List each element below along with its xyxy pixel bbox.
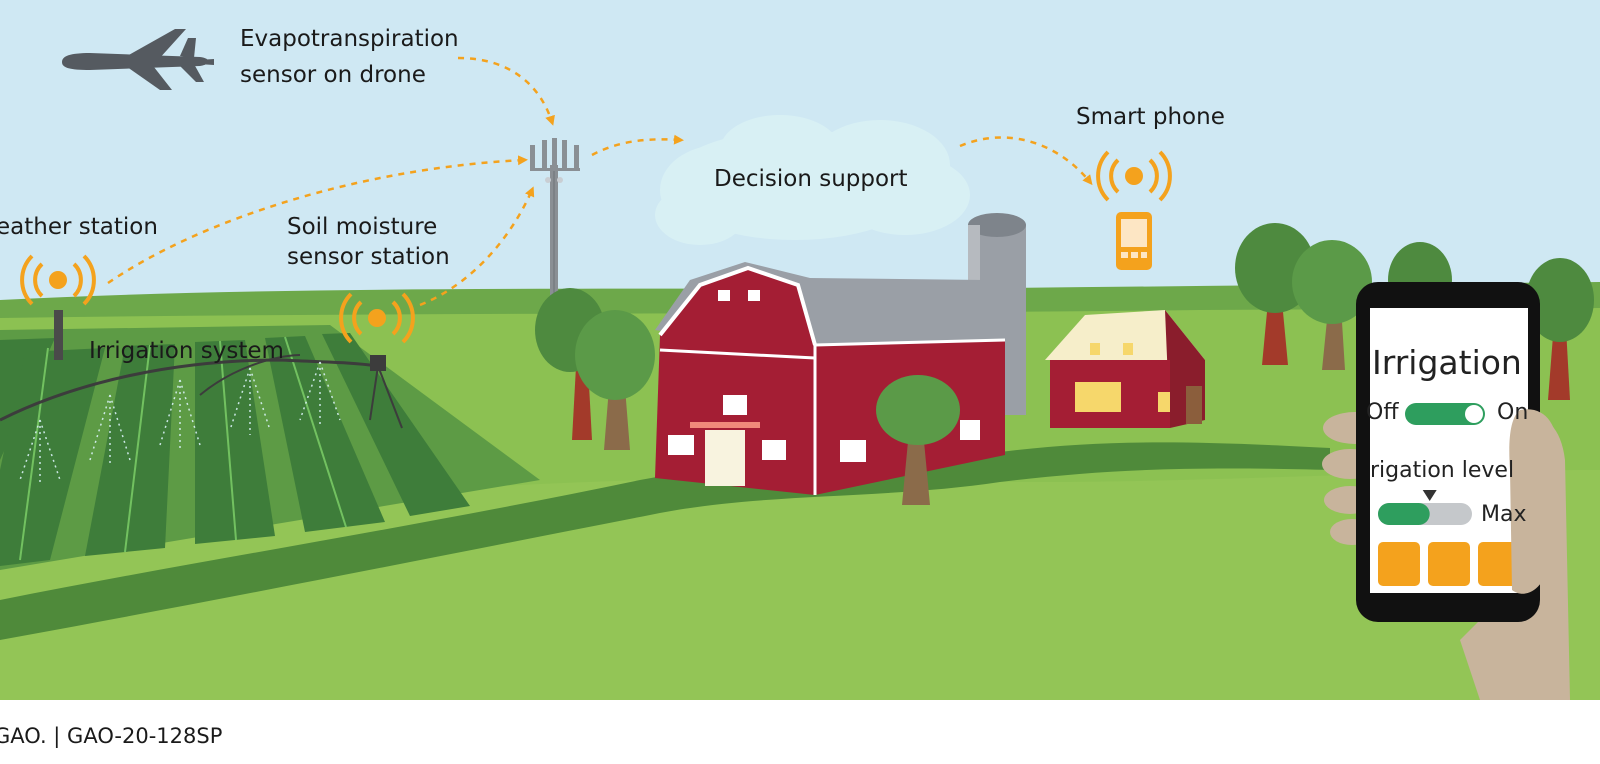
decision-support-label: Decision support <box>714 166 908 192</box>
level-pointer-icon <box>1422 490 1437 501</box>
drone-icon <box>62 29 214 90</box>
drone-sensor-label-line2: sensor on drone <box>240 62 426 88</box>
soil-sensor-label-line1: Soil moisture <box>287 214 438 240</box>
irrigation-level-fill <box>1378 503 1430 525</box>
toggle-off-label: Off <box>1366 400 1399 425</box>
source-credit: GAO. | GAO-20-128SP <box>0 724 223 748</box>
cloud <box>655 115 970 245</box>
weather-station-post <box>54 310 63 360</box>
barn <box>655 262 1006 495</box>
data-flow-arrows <box>107 56 1093 307</box>
irrigation-level-max-label: Max <box>1481 502 1527 527</box>
thumb <box>1509 409 1559 594</box>
phone-app-button-2[interactable] <box>1428 542 1470 586</box>
crop-field <box>0 325 540 570</box>
drone-sensor-label-line1: Evapotranspiration <box>240 26 459 52</box>
trees <box>535 223 1594 505</box>
irrigation-level-label: rigation level <box>1370 458 1515 483</box>
arrow-soil-to-tower <box>419 186 535 307</box>
footer-strip <box>0 700 1600 764</box>
weather-station-label: eather station <box>0 214 158 240</box>
weather-station-signal-icon <box>20 254 96 306</box>
phone-app-button-1[interactable] <box>1378 542 1420 586</box>
toggle-knob <box>1465 405 1483 423</box>
phone-app-title: Irrigation <box>1372 343 1522 382</box>
smartphone-signal-icon <box>1096 150 1172 202</box>
irrigation-system-label: Irrigation system <box>89 338 284 364</box>
phone-app-button-3[interactable] <box>1478 542 1520 586</box>
arrow-drone-to-tower <box>457 56 555 126</box>
irrigation-toggle[interactable] <box>1405 403 1485 425</box>
arrow-weather-to-tower <box>107 155 528 285</box>
arrow-cloud-to-phone <box>959 136 1093 186</box>
smart-phone-label: Smart phone <box>1076 104 1225 130</box>
farm-path <box>0 442 1330 640</box>
farmhouse <box>1045 310 1205 428</box>
toggle-on-label: On <box>1497 400 1529 425</box>
irrigation-system <box>0 310 403 485</box>
soil-sensor-signal-icon <box>339 292 415 344</box>
smartphone <box>1356 282 1540 622</box>
small-phone-icon <box>1116 212 1152 270</box>
soil-sensor-label-line2: sensor station <box>287 244 450 270</box>
